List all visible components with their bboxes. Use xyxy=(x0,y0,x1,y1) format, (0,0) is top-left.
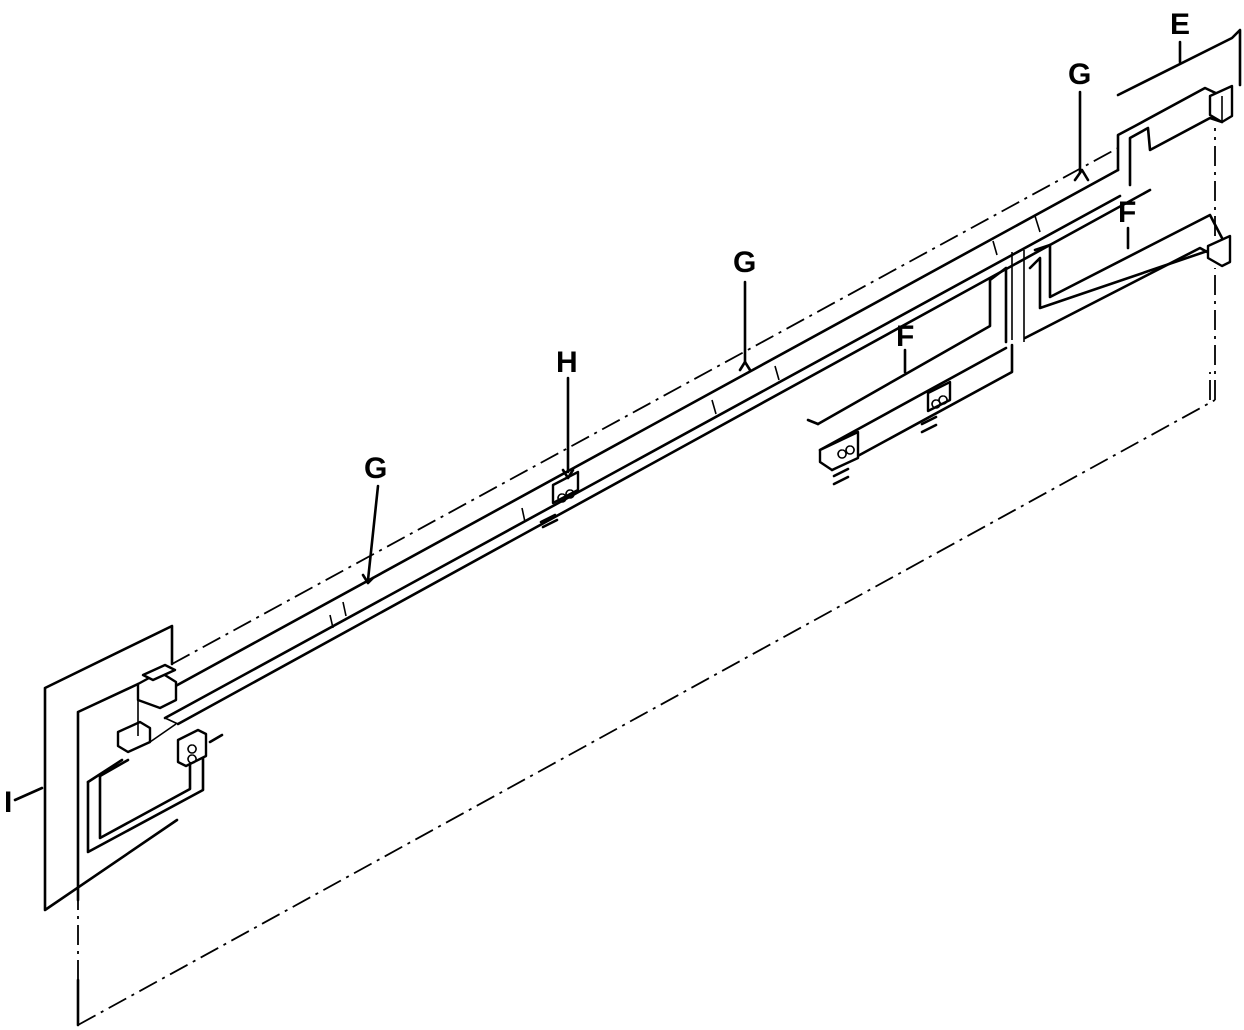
receptacle-box-left xyxy=(176,728,224,768)
label-i: I xyxy=(4,786,12,819)
left-loop xyxy=(86,700,205,854)
upper-right-raceway-e xyxy=(1116,84,1234,187)
label-h: H xyxy=(556,346,578,379)
leader-lines xyxy=(13,28,1242,802)
label-g-middle: G xyxy=(733,246,756,279)
dash-dot-guides xyxy=(77,128,1216,1026)
branch-raceway-f xyxy=(806,266,1014,486)
receptacle-h xyxy=(539,470,580,529)
main-raceway xyxy=(136,168,1152,726)
label-f-lower: F xyxy=(896,320,914,353)
label-g-left: G xyxy=(364,452,387,485)
wall-panel-i xyxy=(43,624,179,1027)
lower-right-raceway-f xyxy=(1011,213,1232,342)
callout-labels: E G F G F H G I xyxy=(4,8,1190,819)
label-f-upper: F xyxy=(1118,196,1136,229)
label-g-top-right: G xyxy=(1068,58,1091,91)
label-e: E xyxy=(1170,8,1190,41)
